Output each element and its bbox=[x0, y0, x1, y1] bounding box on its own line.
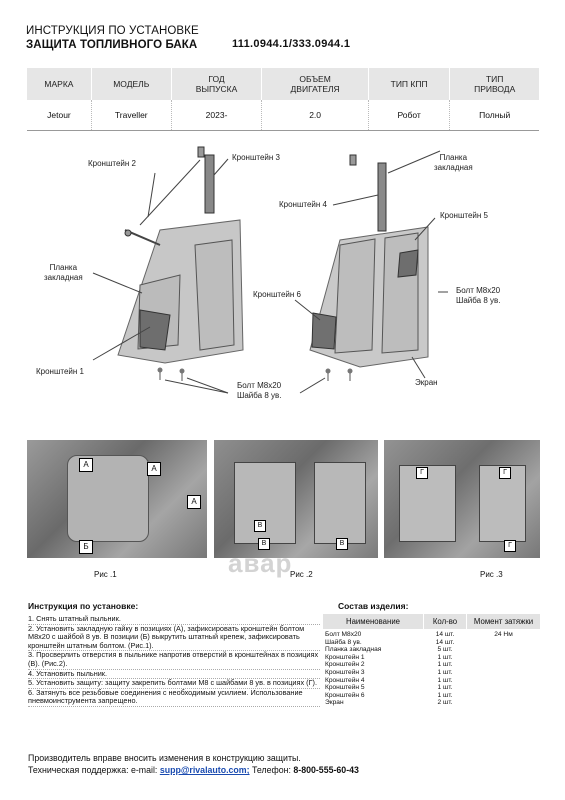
photo-3: Г Г Г bbox=[384, 440, 540, 558]
marker-a: А bbox=[147, 462, 161, 476]
instruction-step: 1. Снять штатный пыльник. bbox=[28, 614, 320, 625]
part-name: Кронштейн 5 bbox=[325, 684, 365, 692]
marker-v: В bbox=[258, 538, 270, 550]
assembly-diagram bbox=[92, 146, 448, 394]
part-name: Болт М8х20 bbox=[325, 631, 362, 638]
support-email-link[interactable]: supp@rivalauto.com; bbox=[159, 765, 250, 775]
part-name: Кронштейн 4 bbox=[325, 676, 365, 684]
marker-a: А bbox=[79, 458, 93, 472]
part-name: Кронштейн 3 bbox=[325, 668, 365, 676]
marker-b: Б bbox=[79, 540, 93, 554]
part-qty: 2 шт. bbox=[437, 699, 453, 707]
callout-bracket-2: Кронштейн 2 bbox=[88, 159, 136, 168]
title-line-2: ЗАЩИТА ТОПЛИВНОГО БАКА bbox=[26, 39, 198, 51]
watermark: авар bbox=[228, 548, 293, 578]
caption-fig-3: Рис .3 bbox=[480, 570, 503, 579]
part-name: Шайба 8 ув. bbox=[325, 638, 362, 646]
callout-plate-right: Планка закладная bbox=[434, 153, 473, 172]
part-qty: 5 шт. bbox=[437, 646, 453, 654]
parts-table: Наименование Кол-во Момент затяжки Болт … bbox=[323, 614, 541, 707]
document-title: ИНСТРУКЦИЯ ПО УСТАНОВКЕ ЗАЩИТА ТОПЛИВНОГ… bbox=[26, 24, 199, 52]
marker-g: Г bbox=[499, 467, 511, 479]
parts-quantities: 14 шт. 14 шт. 5 шт. 1 шт. 1 шт. 1 шт. 1 … bbox=[424, 629, 467, 707]
footer: Производитель вправе вносить изменения в… bbox=[28, 752, 359, 776]
part-qty: 14 шт. bbox=[435, 631, 455, 638]
parts-header: Кол-во bbox=[423, 614, 467, 629]
part-qty: 1 шт. bbox=[437, 653, 453, 661]
callout-bolt-left: Болт М8х20 Шайба 8 ув. bbox=[237, 381, 282, 400]
part-name: Кронштейн 2 bbox=[325, 661, 365, 669]
photo-1: А А Б А bbox=[27, 440, 207, 558]
spec-cell: Traveller bbox=[91, 100, 172, 131]
support-label: Техническая поддержка: e-mail: bbox=[28, 765, 160, 775]
spec-header: ТИП КПП bbox=[368, 68, 451, 100]
parts-names: Болт М8х20 Шайба 8 ув. Планка закладная … bbox=[323, 629, 424, 707]
marker-v: В bbox=[336, 538, 348, 550]
right-guard-drawing bbox=[294, 150, 448, 394]
parts-torques: 24 Нм bbox=[467, 629, 541, 707]
callout-bracket-3: Кронштейн 3 bbox=[232, 153, 280, 162]
instruction-step: 5. Установить защиту: защиту закрепить б… bbox=[28, 679, 320, 689]
instructions-title: Инструкция по установке: bbox=[28, 601, 139, 611]
spec-cell: Робот bbox=[368, 100, 451, 131]
phone-label: Телефон: bbox=[249, 765, 294, 775]
product-code: 111.0944.1/333.0944.1 bbox=[232, 38, 351, 50]
instruction-step: 2. Установить закладную гайку в позициях… bbox=[28, 624, 320, 652]
part-name: Планка закладная bbox=[325, 646, 382, 654]
part-name: Кронштейн 6 bbox=[325, 691, 365, 699]
part-qty: 1 шт. bbox=[437, 661, 453, 669]
callout-plate-left: Планка закладная bbox=[44, 263, 83, 282]
spec-cell: Полный bbox=[449, 100, 539, 131]
instructions-list: 1. Снять штатный пыльник. 2. Установить … bbox=[28, 614, 320, 707]
instruction-step: 6. Затянуть все резьбовые соединения с н… bbox=[28, 688, 320, 707]
footer-disclaimer: Производитель вправе вносить изменения в… bbox=[28, 753, 301, 763]
callout-bracket-6: Кронштейн 6 bbox=[253, 290, 301, 299]
spec-value-row: Jetour Traveller 2023- 2.0 Робот Полный bbox=[27, 100, 539, 131]
spec-header-row: МАРКА МОДЕЛЬ ГОД ВЫПУСКА ОБЪЕМ ДВИГАТЕЛЯ… bbox=[27, 68, 539, 100]
caption-fig-2: Рис .2 bbox=[290, 570, 313, 579]
parts-header-row: Наименование Кол-во Момент затяжки bbox=[323, 614, 541, 629]
part-name: Экран bbox=[325, 699, 344, 707]
vehicle-spec-table: МАРКА МОДЕЛЬ ГОД ВЫПУСКА ОБЪЕМ ДВИГАТЕЛЯ… bbox=[27, 68, 539, 131]
part-qty: 1 шт. bbox=[437, 668, 453, 676]
callout-bracket-1: Кронштейн 1 bbox=[36, 367, 84, 376]
parts-body-row: Болт М8х20 Шайба 8 ув. Планка закладная … bbox=[323, 629, 541, 707]
left-guard-drawing bbox=[92, 146, 244, 394]
spec-header: ГОД ВЫПУСКА bbox=[171, 68, 263, 100]
parts-header: Наименование bbox=[323, 614, 424, 629]
parts-title: Состав изделия: bbox=[338, 601, 409, 611]
marker-g: Г bbox=[416, 467, 428, 479]
spec-header: МАРКА bbox=[27, 68, 92, 100]
part-qty: 1 шт. bbox=[437, 691, 453, 699]
spec-cell: 2.0 bbox=[261, 100, 369, 131]
marker-v: В bbox=[254, 520, 266, 532]
callout-bracket-5: Кронштейн 5 bbox=[440, 211, 488, 220]
instruction-step: 3. Просверлить отверстия в пыльнике напр… bbox=[28, 650, 320, 670]
part-name: Кронштейн 1 bbox=[325, 653, 365, 661]
spec-header: ОБЪЕМ ДВИГАТЕЛЯ bbox=[261, 68, 369, 100]
callout-bolt-right: Болт М8х20 Шайба 8 ув. bbox=[456, 286, 501, 305]
marker-a: А bbox=[187, 495, 201, 509]
caption-fig-1: Рис .1 bbox=[94, 570, 117, 579]
marker-g: Г bbox=[504, 540, 516, 552]
spec-header: ТИП ПРИВОДА bbox=[449, 68, 539, 100]
instruction-step: 4. Установить пыльник. bbox=[28, 669, 320, 680]
spec-cell: Jetour bbox=[27, 100, 92, 131]
part-qty: 1 шт. bbox=[437, 684, 453, 692]
photo-2-guard-right bbox=[314, 462, 366, 544]
title-line-1: ИНСТРУКЦИЯ ПО УСТАНОВКЕ bbox=[26, 25, 199, 37]
spec-cell: 2023- bbox=[171, 100, 263, 131]
footer-support: Техническая поддержка: e-mail: supp@riva… bbox=[28, 764, 359, 776]
spec-header: МОДЕЛЬ bbox=[91, 68, 172, 100]
parts-header: Момент затяжки bbox=[466, 614, 541, 629]
part-qty: 14 шт. bbox=[435, 638, 455, 646]
part-qty: 1 шт. bbox=[437, 676, 453, 684]
part-torque: 24 Нм bbox=[494, 631, 513, 638]
callout-screen: Экран bbox=[415, 378, 438, 387]
callout-bracket-4: Кронштейн 4 bbox=[279, 200, 327, 209]
support-phone: 8-800-555-60-43 bbox=[293, 765, 359, 775]
photo-2: В В В bbox=[214, 440, 378, 558]
photo-3-guard-right bbox=[479, 465, 526, 542]
